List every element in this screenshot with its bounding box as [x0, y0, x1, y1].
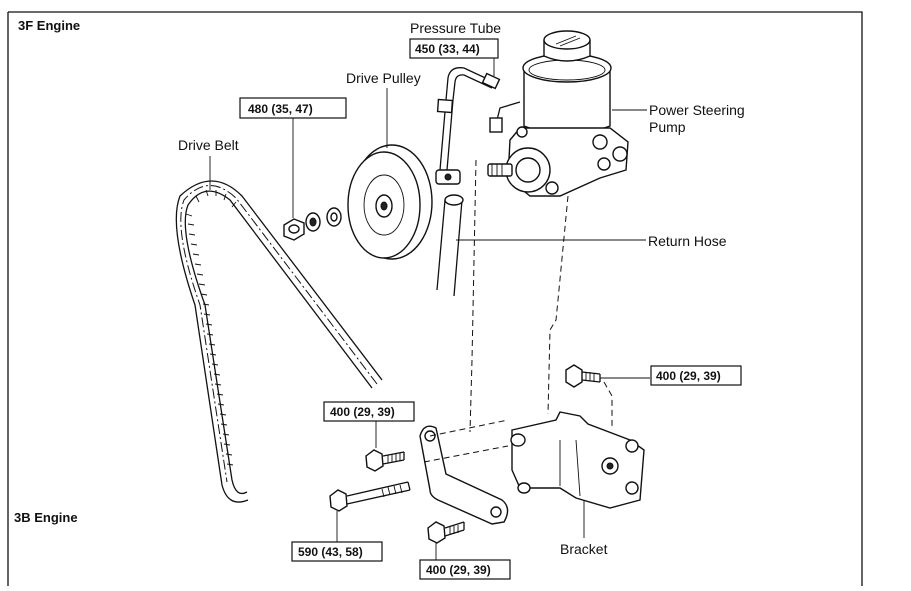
drive-pulley-label: Drive Pulley [346, 70, 421, 86]
frame-border [7, 11, 863, 586]
pump-alignment-line-left [469, 159, 477, 433]
adjusting-bar [419, 425, 509, 525]
pump-label-line1: Power Steering [649, 102, 745, 118]
torque-box-bottom-bolt [419, 559, 511, 580]
bracket-label: Bracket [560, 541, 608, 557]
power-steering-pump [487, 30, 629, 197]
torque-spec-bottom-bolt: 400 (29, 39) [426, 563, 491, 577]
pump-alignment-line-right [547, 195, 569, 415]
pressure-tube [435, 67, 501, 185]
bracket-top-dash [603, 381, 613, 430]
torque-spec-pulley-nut: 480 (35, 47) [248, 102, 313, 116]
torque-spec-bracket-top: 400 (29, 39) [656, 369, 721, 383]
engine-label-3b: 3B Engine [14, 510, 78, 525]
adjusting-bar-dash-2 [423, 445, 509, 463]
torque-box-adjust-bolt [323, 401, 415, 422]
pressure-tube-label: Pressure Tube [410, 20, 501, 36]
torque-box-bracket-top [650, 365, 742, 386]
drive-pulley [347, 144, 433, 260]
drive-belt-label: Drive Belt [178, 137, 239, 153]
return-hose-label: Return Hose [648, 233, 727, 249]
long-bolt [329, 481, 411, 512]
drive-belt [175, 180, 383, 503]
torque-box-pressure-tube [409, 38, 499, 59]
bracket [510, 411, 645, 509]
torque-spec-adjust-bolt: 400 (29, 39) [330, 405, 395, 419]
adjusting-bar-dash-1 [429, 419, 509, 437]
torque-spec-long-bolt: 590 (43, 58) [298, 545, 363, 559]
return-hose [436, 194, 464, 297]
pump-label-line2: Pump [649, 119, 686, 135]
bottom-bolt [427, 521, 465, 544]
engine-label-3f: 3F Engine [18, 18, 80, 33]
bracket-top-bolt [565, 364, 601, 388]
adjust-bar-bolt [365, 449, 405, 472]
torque-spec-pressure-tube: 450 (33, 44) [415, 42, 480, 56]
pulley-nut-washers [283, 207, 342, 241]
